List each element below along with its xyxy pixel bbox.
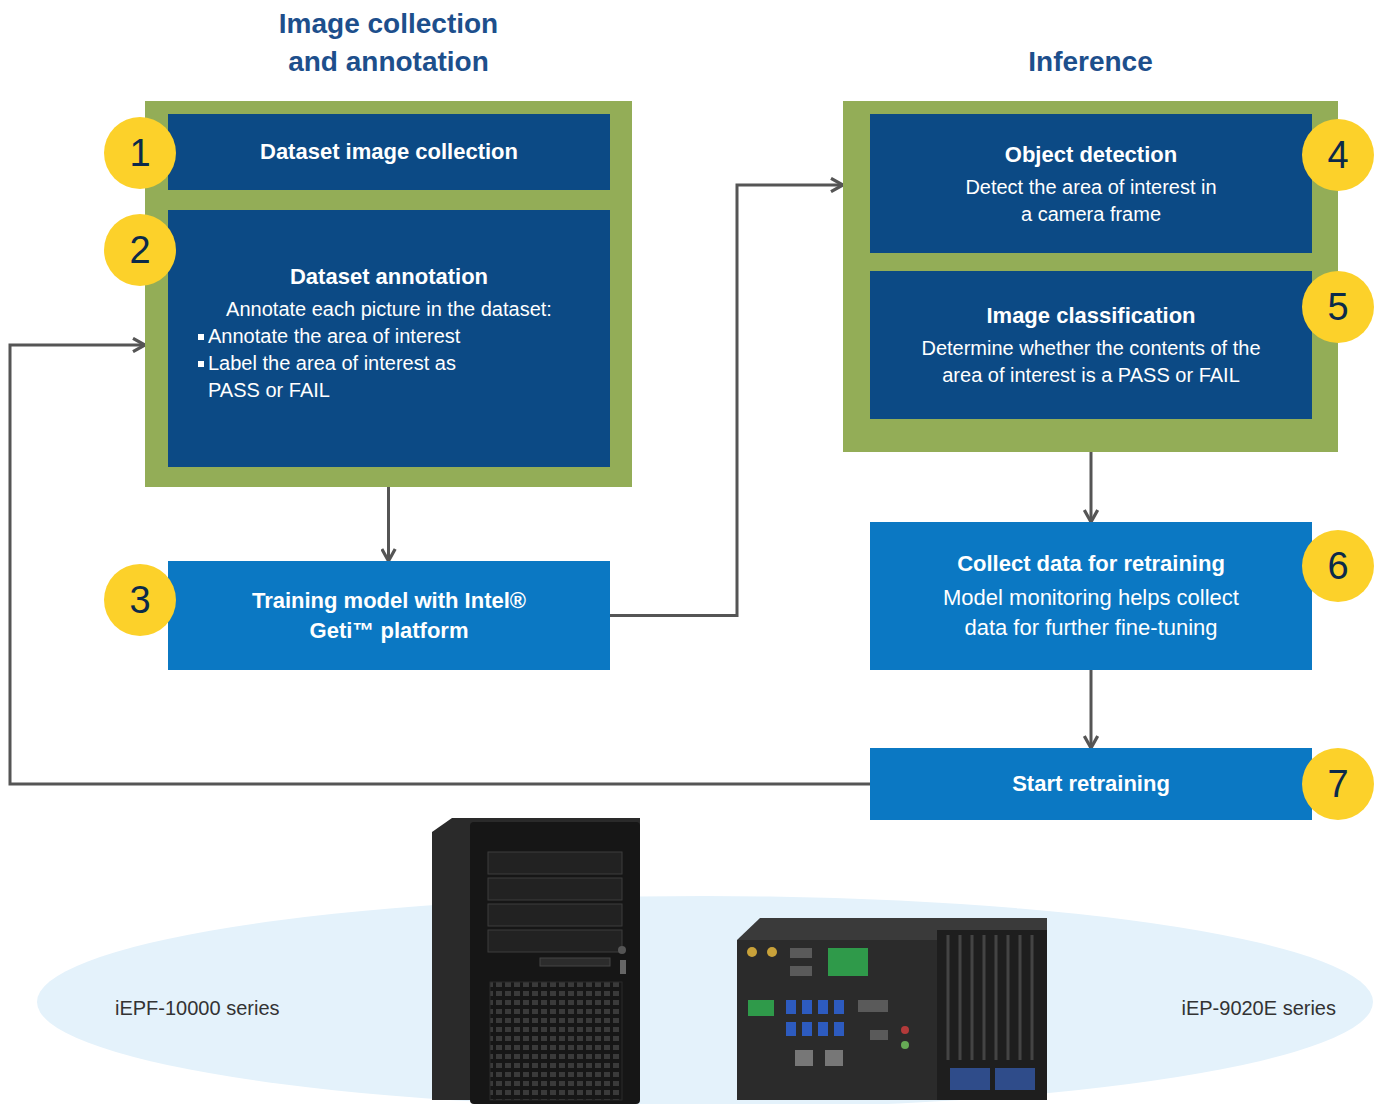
heatsink-fins xyxy=(948,935,1032,1060)
fin xyxy=(959,935,962,1060)
vga-port xyxy=(858,1000,888,1012)
step-text: Annotate each picture in the dataset: xyxy=(226,296,552,323)
fin xyxy=(971,935,974,1060)
step-title: Object detection xyxy=(1005,140,1177,170)
power-terminal xyxy=(748,1000,774,1016)
front-grill xyxy=(490,982,622,1100)
bullet-item: Label the area of interest as PASS or FA… xyxy=(198,350,488,404)
step-title: Collect data for retraining xyxy=(957,549,1225,579)
step-title: Dataset image collection xyxy=(260,137,518,167)
step-title: Dataset annotation xyxy=(290,262,488,292)
group-panel: InferenceObject detectionDetect the area… xyxy=(843,101,1338,452)
device-label: iEPF-10000 series xyxy=(115,995,280,1021)
floor-ellipse xyxy=(37,896,1373,1104)
usb-port xyxy=(802,1000,812,1014)
audio-port xyxy=(901,1026,909,1034)
drive-tray xyxy=(950,1068,990,1090)
usb-port xyxy=(802,1022,812,1036)
fin xyxy=(1007,935,1010,1060)
fin xyxy=(983,935,986,1060)
step-box: Training model with Intel® Geti™ platfor… xyxy=(168,561,610,670)
tower-front xyxy=(470,822,640,1104)
bullet-item: Annotate the area of interest xyxy=(198,323,460,350)
device-label: iEP-9020E series xyxy=(1181,995,1336,1021)
fin xyxy=(947,935,950,1060)
audio-port xyxy=(901,1041,909,1049)
flow-arrow xyxy=(1090,670,1093,748)
step-text: Detect the area of interest in a camera … xyxy=(959,174,1224,228)
callout-number: 3 xyxy=(104,564,176,636)
panel-heading: Image collection and annotation xyxy=(254,5,524,81)
usb-port xyxy=(834,1000,844,1014)
flow-arrow xyxy=(610,185,843,616)
group-panel: Image collection and annotationDataset i… xyxy=(145,101,632,487)
com-port xyxy=(790,966,812,976)
usb-port xyxy=(818,1000,828,1014)
step-box: Object detectionDetect the area of inter… xyxy=(870,114,1312,253)
terminal-block xyxy=(828,948,868,976)
step-title: Start retraining xyxy=(1012,769,1170,799)
fin xyxy=(995,935,998,1060)
usb-port xyxy=(620,960,626,974)
step-text: Model monitoring helps collect data for … xyxy=(929,583,1254,643)
antenna-port xyxy=(767,947,777,957)
lan-port xyxy=(825,1050,843,1066)
slot xyxy=(540,958,610,966)
boxpc-front xyxy=(737,940,937,1100)
drive-bay xyxy=(488,930,622,952)
usb-port xyxy=(818,1022,828,1036)
usb-port xyxy=(786,1000,796,1014)
lan-port xyxy=(795,1050,813,1066)
power-button xyxy=(618,946,626,954)
callout-number: 6 xyxy=(1302,530,1374,602)
drive-tray xyxy=(995,1068,1035,1090)
com-port xyxy=(790,948,812,958)
hdmi-port xyxy=(870,1030,888,1040)
panel-heading: Inference xyxy=(956,43,1226,81)
fin xyxy=(1019,935,1022,1060)
step-title: Image classification xyxy=(986,301,1195,331)
callout-number: 7 xyxy=(1302,748,1374,820)
step-title: Training model with Intel® Geti™ platfor… xyxy=(239,586,539,646)
step-box: Dataset image collection xyxy=(168,114,610,190)
step-text: Determine whether the contents of the ar… xyxy=(909,335,1274,389)
flow-arrow xyxy=(387,487,390,561)
drive-bay xyxy=(488,904,622,926)
step-box: Image classificationDetermine whether th… xyxy=(870,271,1312,419)
drive-bay xyxy=(488,878,622,900)
usb-port xyxy=(786,1022,796,1036)
drive-bay xyxy=(488,852,622,874)
antenna-port xyxy=(747,947,757,957)
step-box: Dataset annotationAnnotate each picture … xyxy=(168,210,610,467)
fin xyxy=(1031,935,1034,1060)
step-box: Start retraining xyxy=(870,748,1312,820)
usb-port xyxy=(834,1022,844,1036)
boxpc-side xyxy=(937,930,1047,1100)
flow-arrow xyxy=(1090,452,1093,522)
step-box: Collect data for retrainingModel monitor… xyxy=(870,522,1312,670)
